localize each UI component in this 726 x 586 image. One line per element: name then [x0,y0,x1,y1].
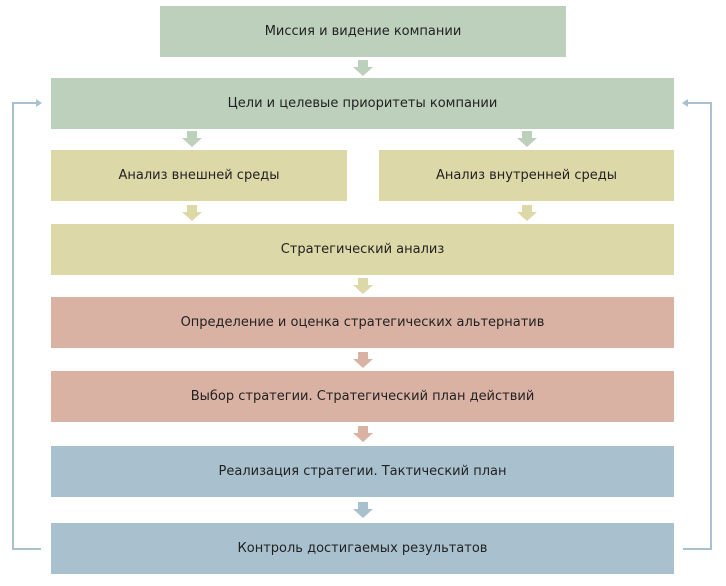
node-strategy-choice: Выбор стратегии. Стратегический план дей… [51,371,674,422]
node-goals: Цели и целевые приоритеты компании [51,78,674,129]
arrow-down-icon [353,426,373,442]
feedback-loop-right [682,99,712,550]
node-label: Стратегический анализ [280,242,445,257]
loop-arrowhead-right-icon [682,99,688,107]
node-mission: Миссия и видение компании [160,6,566,57]
arrow-down-icon [517,205,537,221]
arrow-down-icon [353,352,373,368]
loop-arrowhead-left-icon [36,99,42,107]
node-label: Выбор стратегии. Стратегический план дей… [190,389,535,404]
arrow-down-icon [353,502,373,518]
arrow-down-icon [353,278,373,294]
node-internal-analysis: Анализ внутренней среды [379,150,674,201]
node-strategic-analysis: Стратегический анализ [51,224,674,275]
node-external-analysis: Анализ внешней среды [51,150,347,201]
node-label: Миссия и видение компании [264,24,462,39]
node-label: Контроль достигаемых результатов [237,541,488,556]
node-label: Реализация стратегии. Тактический план [218,464,507,479]
arrow-down-icon [182,131,202,147]
node-alternatives: Определение и оценка стратегических альт… [51,297,674,348]
node-label: Анализ внутренней среды [435,168,618,183]
node-label: Анализ внешней среды [118,168,280,183]
node-implementation: Реализация стратегии. Тактический план [51,446,674,497]
arrow-down-icon [517,131,537,147]
node-control: Контроль достигаемых результатов [51,523,674,574]
node-label: Определение и оценка стратегических альт… [180,315,545,330]
feedback-loop-left [12,99,42,550]
node-label: Цели и целевые приоритеты компании [227,96,498,111]
arrow-down-icon [353,60,373,76]
arrow-down-icon [182,205,202,221]
